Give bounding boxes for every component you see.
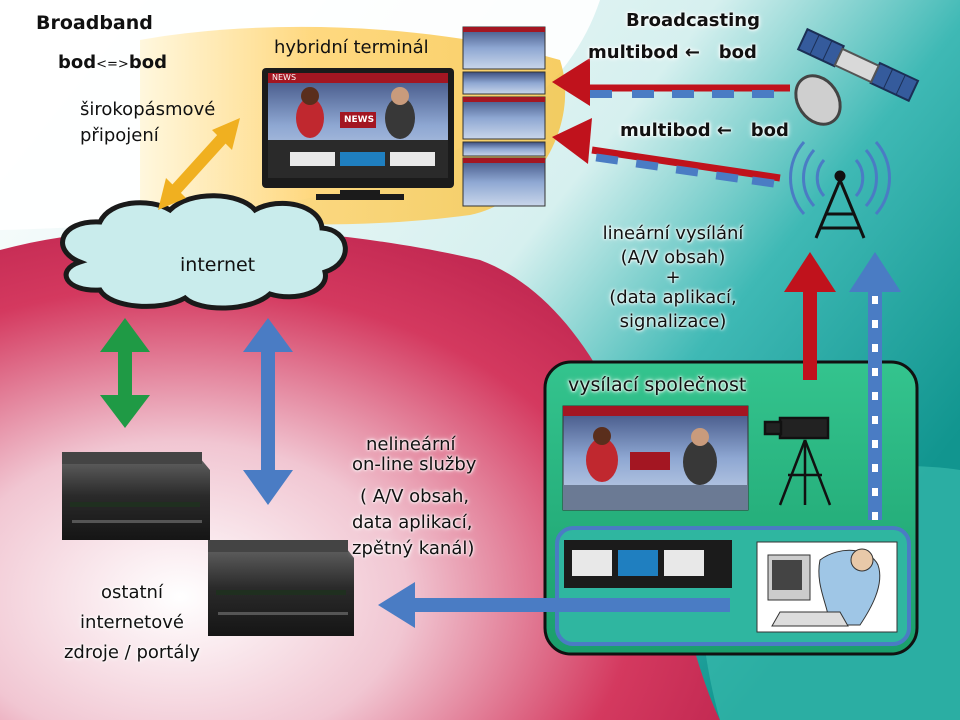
label-bod-arrow: <=>	[96, 57, 129, 72]
label-linear-2: (A/V obsah)	[620, 247, 726, 268]
linear-up-arrow-icon	[784, 252, 836, 380]
label-nonlinear-4: data aplikací,	[352, 512, 473, 533]
label-bod-bod: bod<=>bod	[58, 52, 167, 73]
label-hybrid-terminal: hybridní terminál	[274, 37, 429, 58]
label-bod-right: bod	[128, 52, 167, 73]
studio-screen-icon	[562, 405, 749, 511]
label-nonlinear-3: ( A/V obsah,	[360, 486, 470, 507]
label-broadcasting: Broadcasting	[626, 10, 760, 31]
satellite-icon	[794, 27, 920, 126]
label-linear-5: signalizace)	[619, 311, 727, 332]
broadcast-tower-icon	[789, 140, 891, 239]
label-other-2: internetové	[80, 612, 184, 633]
green-double-arrow-icon	[100, 318, 150, 428]
operator-icon	[756, 541, 898, 633]
camera-icon	[763, 416, 832, 506]
label-bod-left: bod	[58, 52, 97, 73]
label-broadband-connection: širokopásmové připojení	[80, 97, 215, 149]
label-nonlinear-2: on-line služby	[352, 454, 477, 475]
tv-desk-sign: NEWS	[344, 115, 375, 125]
broadcast-arrow-top-icon	[552, 58, 790, 106]
label-other-1: ostatní	[101, 582, 163, 603]
label-other-sources: ostatní internetové zdroje / portály	[52, 578, 212, 668]
thumbnail-stack	[462, 26, 546, 207]
label-nonlinear-5: zpětný kanál)	[352, 538, 475, 559]
label-multibod-1: multibod ← bod	[588, 42, 757, 63]
label-linear-broadcast: lineární vysílání (A/V obsah) + (data ap…	[578, 222, 768, 334]
label-multibod-2: multibod ← bod	[620, 120, 789, 141]
production-screen-icon	[564, 540, 732, 588]
label-broadband-connection-1: širokopásmové	[80, 99, 216, 120]
label-internet: internet	[180, 254, 256, 276]
server-icon	[62, 452, 210, 540]
label-broadcaster: vysílací společnost	[568, 374, 747, 396]
broadcast-arrow-bottom-icon	[552, 118, 781, 188]
server-icon	[208, 540, 354, 636]
tv-ticker: NEWS	[272, 73, 297, 82]
label-linear-4: (data aplikací,	[609, 287, 737, 308]
label-linear-3: +	[665, 267, 681, 288]
broadband-arrow-icon	[158, 118, 240, 210]
label-broadband-connection-2: připojení	[80, 125, 159, 146]
label-other-3: zdroje / portály	[63, 642, 201, 663]
nonlinear-arrow-icon	[378, 582, 730, 628]
label-linear-1: lineární vysílání	[602, 223, 744, 244]
tv-icon	[262, 68, 454, 200]
label-broadband: Broadband	[36, 12, 153, 34]
data-up-arrow-icon	[849, 252, 901, 520]
blue-double-arrow-icon	[243, 318, 293, 505]
label-nonlinear-1: nelineární	[366, 434, 456, 455]
cloud-icon	[60, 193, 348, 311]
label-nonlinear: nelineární on-line služby ( A/V obsah, d…	[352, 432, 476, 562]
